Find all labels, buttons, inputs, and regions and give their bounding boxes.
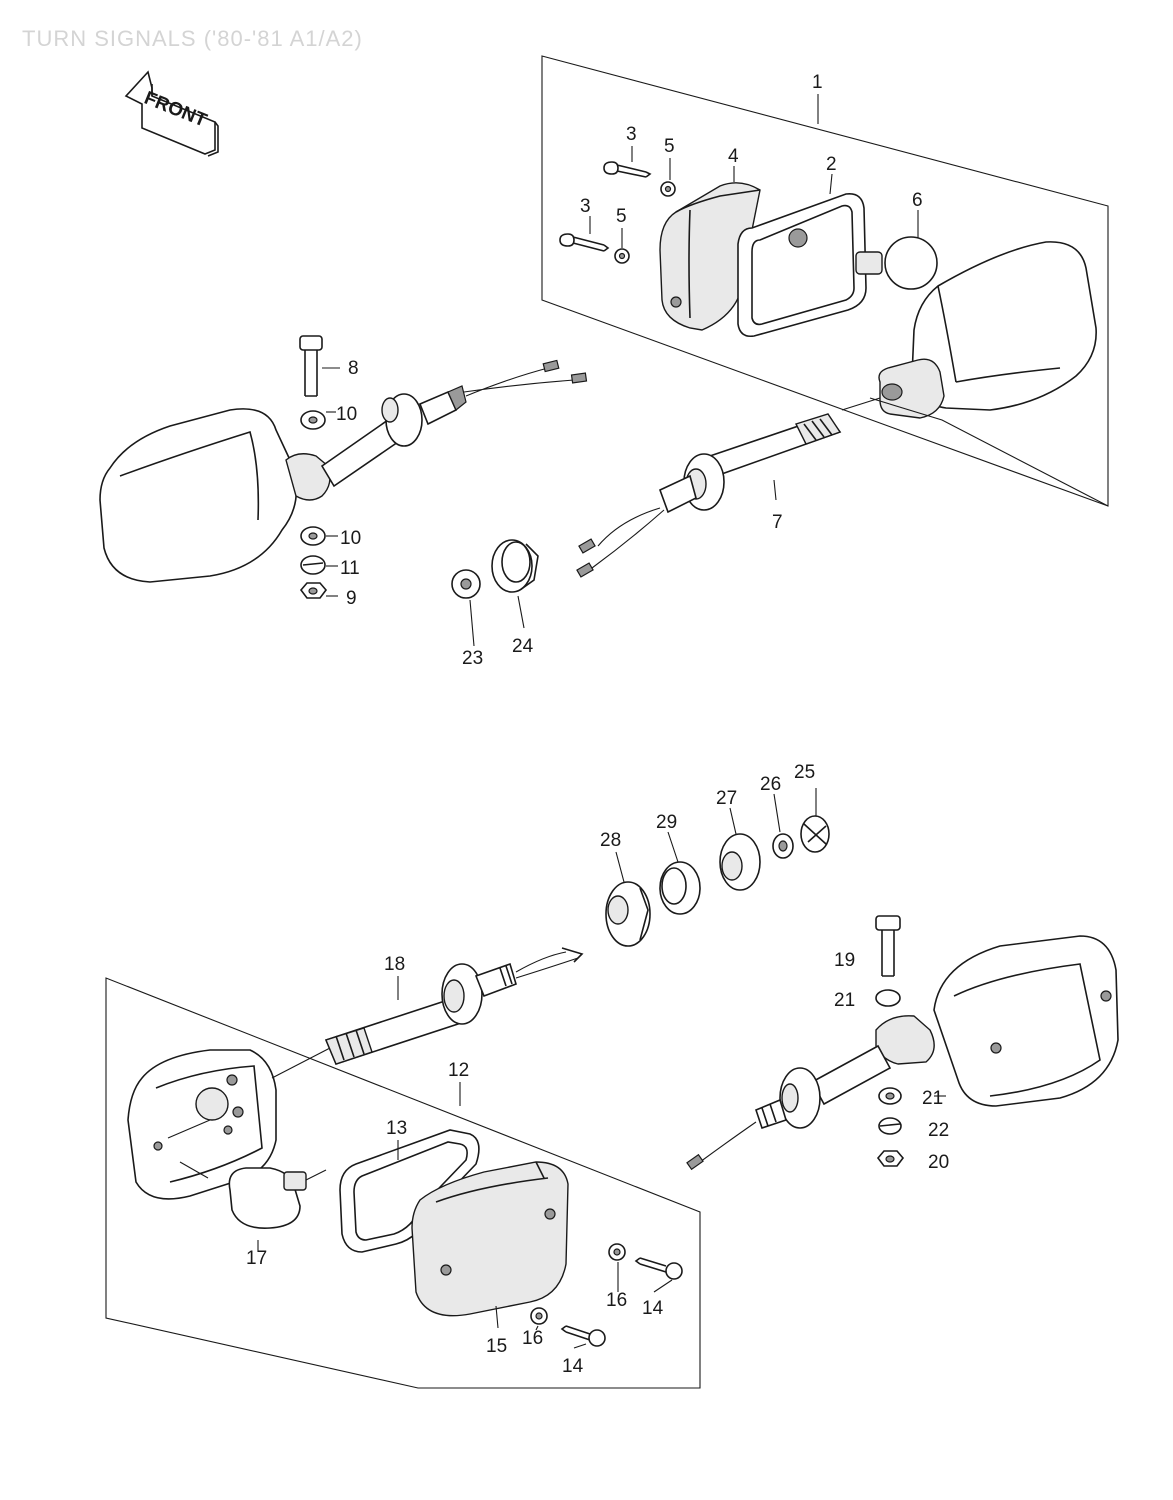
signal-stem-rear-right [755, 1044, 892, 1130]
leader-lines [257, 94, 946, 1349]
callout-16b: 16 [522, 1328, 543, 1349]
grommet-part-29 [659, 861, 701, 915]
front-direction-arrow-icon: FRONT [124, 70, 219, 157]
grommet-part-28 [605, 881, 651, 947]
bolt-part-19 [875, 915, 901, 977]
nut-part-9 [299, 582, 328, 599]
callout-14a: 14 [642, 1298, 664, 1319]
callout-10a: 10 [336, 404, 357, 425]
front-right-signal-housing [869, 241, 1109, 507]
washer-part-26 [772, 833, 794, 859]
callout-22: 22 [928, 1120, 949, 1141]
callout-5b: 5 [616, 206, 627, 227]
callout-23: 23 [462, 648, 483, 669]
front-left-signal-housing [99, 408, 331, 583]
lock-washer-part-11 [300, 555, 326, 575]
signal-stem-front-left [320, 385, 467, 488]
callout-13: 13 [386, 1118, 407, 1139]
washer-part-21a [875, 989, 901, 1007]
lens-gasket-part-13 [339, 1129, 480, 1253]
callout-3b: 3 [580, 196, 591, 217]
washer-part-10a [300, 410, 326, 430]
rear-left-signal-panel [105, 977, 701, 1389]
callout-10b: 10 [340, 528, 361, 549]
callout-29: 29 [656, 812, 677, 833]
rear-left-signal-housing [127, 1047, 331, 1200]
screw-part-3a [603, 161, 652, 178]
grommet-part-27 [719, 833, 761, 891]
signal-stem-part-7 [658, 397, 881, 514]
callout-18: 18 [384, 954, 405, 975]
callout-21b: 21 [922, 1088, 943, 1109]
callout-24: 24 [512, 636, 534, 657]
signal-wire-leads-rear-right [686, 1121, 757, 1171]
callout-25: 25 [794, 762, 815, 783]
callout-26: 26 [760, 774, 781, 795]
callout-21a: 21 [834, 990, 855, 1011]
signal-lens-part-4 [659, 182, 761, 331]
lens-gasket-part-2 [737, 192, 867, 338]
screw-part-3b [559, 233, 610, 252]
callout-7: 7 [772, 512, 783, 533]
callout-8: 8 [348, 358, 359, 379]
callout-19: 19 [834, 950, 855, 971]
washer-part-5a [660, 181, 676, 197]
callout-2: 2 [826, 154, 837, 175]
screw-part-14b [560, 1325, 606, 1347]
callout-28: 28 [600, 830, 621, 851]
nut-part-20 [876, 1150, 905, 1167]
callout-12: 12 [448, 1060, 469, 1081]
washer-part-10b [300, 526, 326, 546]
callout-14b: 14 [562, 1356, 584, 1377]
page-title: TURN SIGNALS ('80-'81 A1/A2) [22, 26, 363, 51]
grommet-part-24 [491, 539, 539, 593]
nut-part-25 [800, 815, 830, 853]
callout-11: 11 [340, 558, 360, 579]
signal-lens-part-15 [411, 1161, 569, 1317]
signal-wire-leads-front-left [463, 359, 588, 397]
callout-16a: 16 [606, 1290, 627, 1311]
callout-4: 4 [728, 146, 739, 167]
bolt-part-8 [299, 335, 323, 397]
screw-part-14a [634, 1257, 683, 1280]
callout-5a: 5 [664, 136, 675, 157]
washer-part-5b [614, 248, 630, 264]
front-label: FRONT [141, 88, 210, 132]
callout-1: 1 [812, 72, 823, 93]
signal-bulb-part-17 [228, 1167, 327, 1229]
nut-part-23 [451, 569, 481, 599]
signal-wire-leads-rear-left [515, 947, 584, 979]
callout-15: 15 [486, 1336, 507, 1357]
callout-27: 27 [716, 788, 737, 809]
washer-part-21b [878, 1087, 902, 1105]
washer-part-16a [608, 1243, 626, 1261]
callout-6: 6 [912, 190, 923, 211]
callout-3a: 3 [626, 124, 637, 145]
signal-wire-leads-top [576, 507, 665, 578]
callout-17: 17 [246, 1248, 267, 1269]
callout-9: 9 [346, 588, 357, 609]
rear-right-signal-housing [875, 935, 1119, 1107]
lock-washer-part-22 [878, 1117, 902, 1135]
callout-20: 20 [928, 1152, 949, 1173]
signal-stem-part-18 [324, 962, 517, 1065]
part-callouts: 1 2 3 3 4 5 5 6 7 8 9 10 10 11 12 13 14 … [246, 72, 949, 1377]
signal-bulb-part-6 [855, 236, 938, 290]
washer-part-16b [530, 1307, 548, 1325]
